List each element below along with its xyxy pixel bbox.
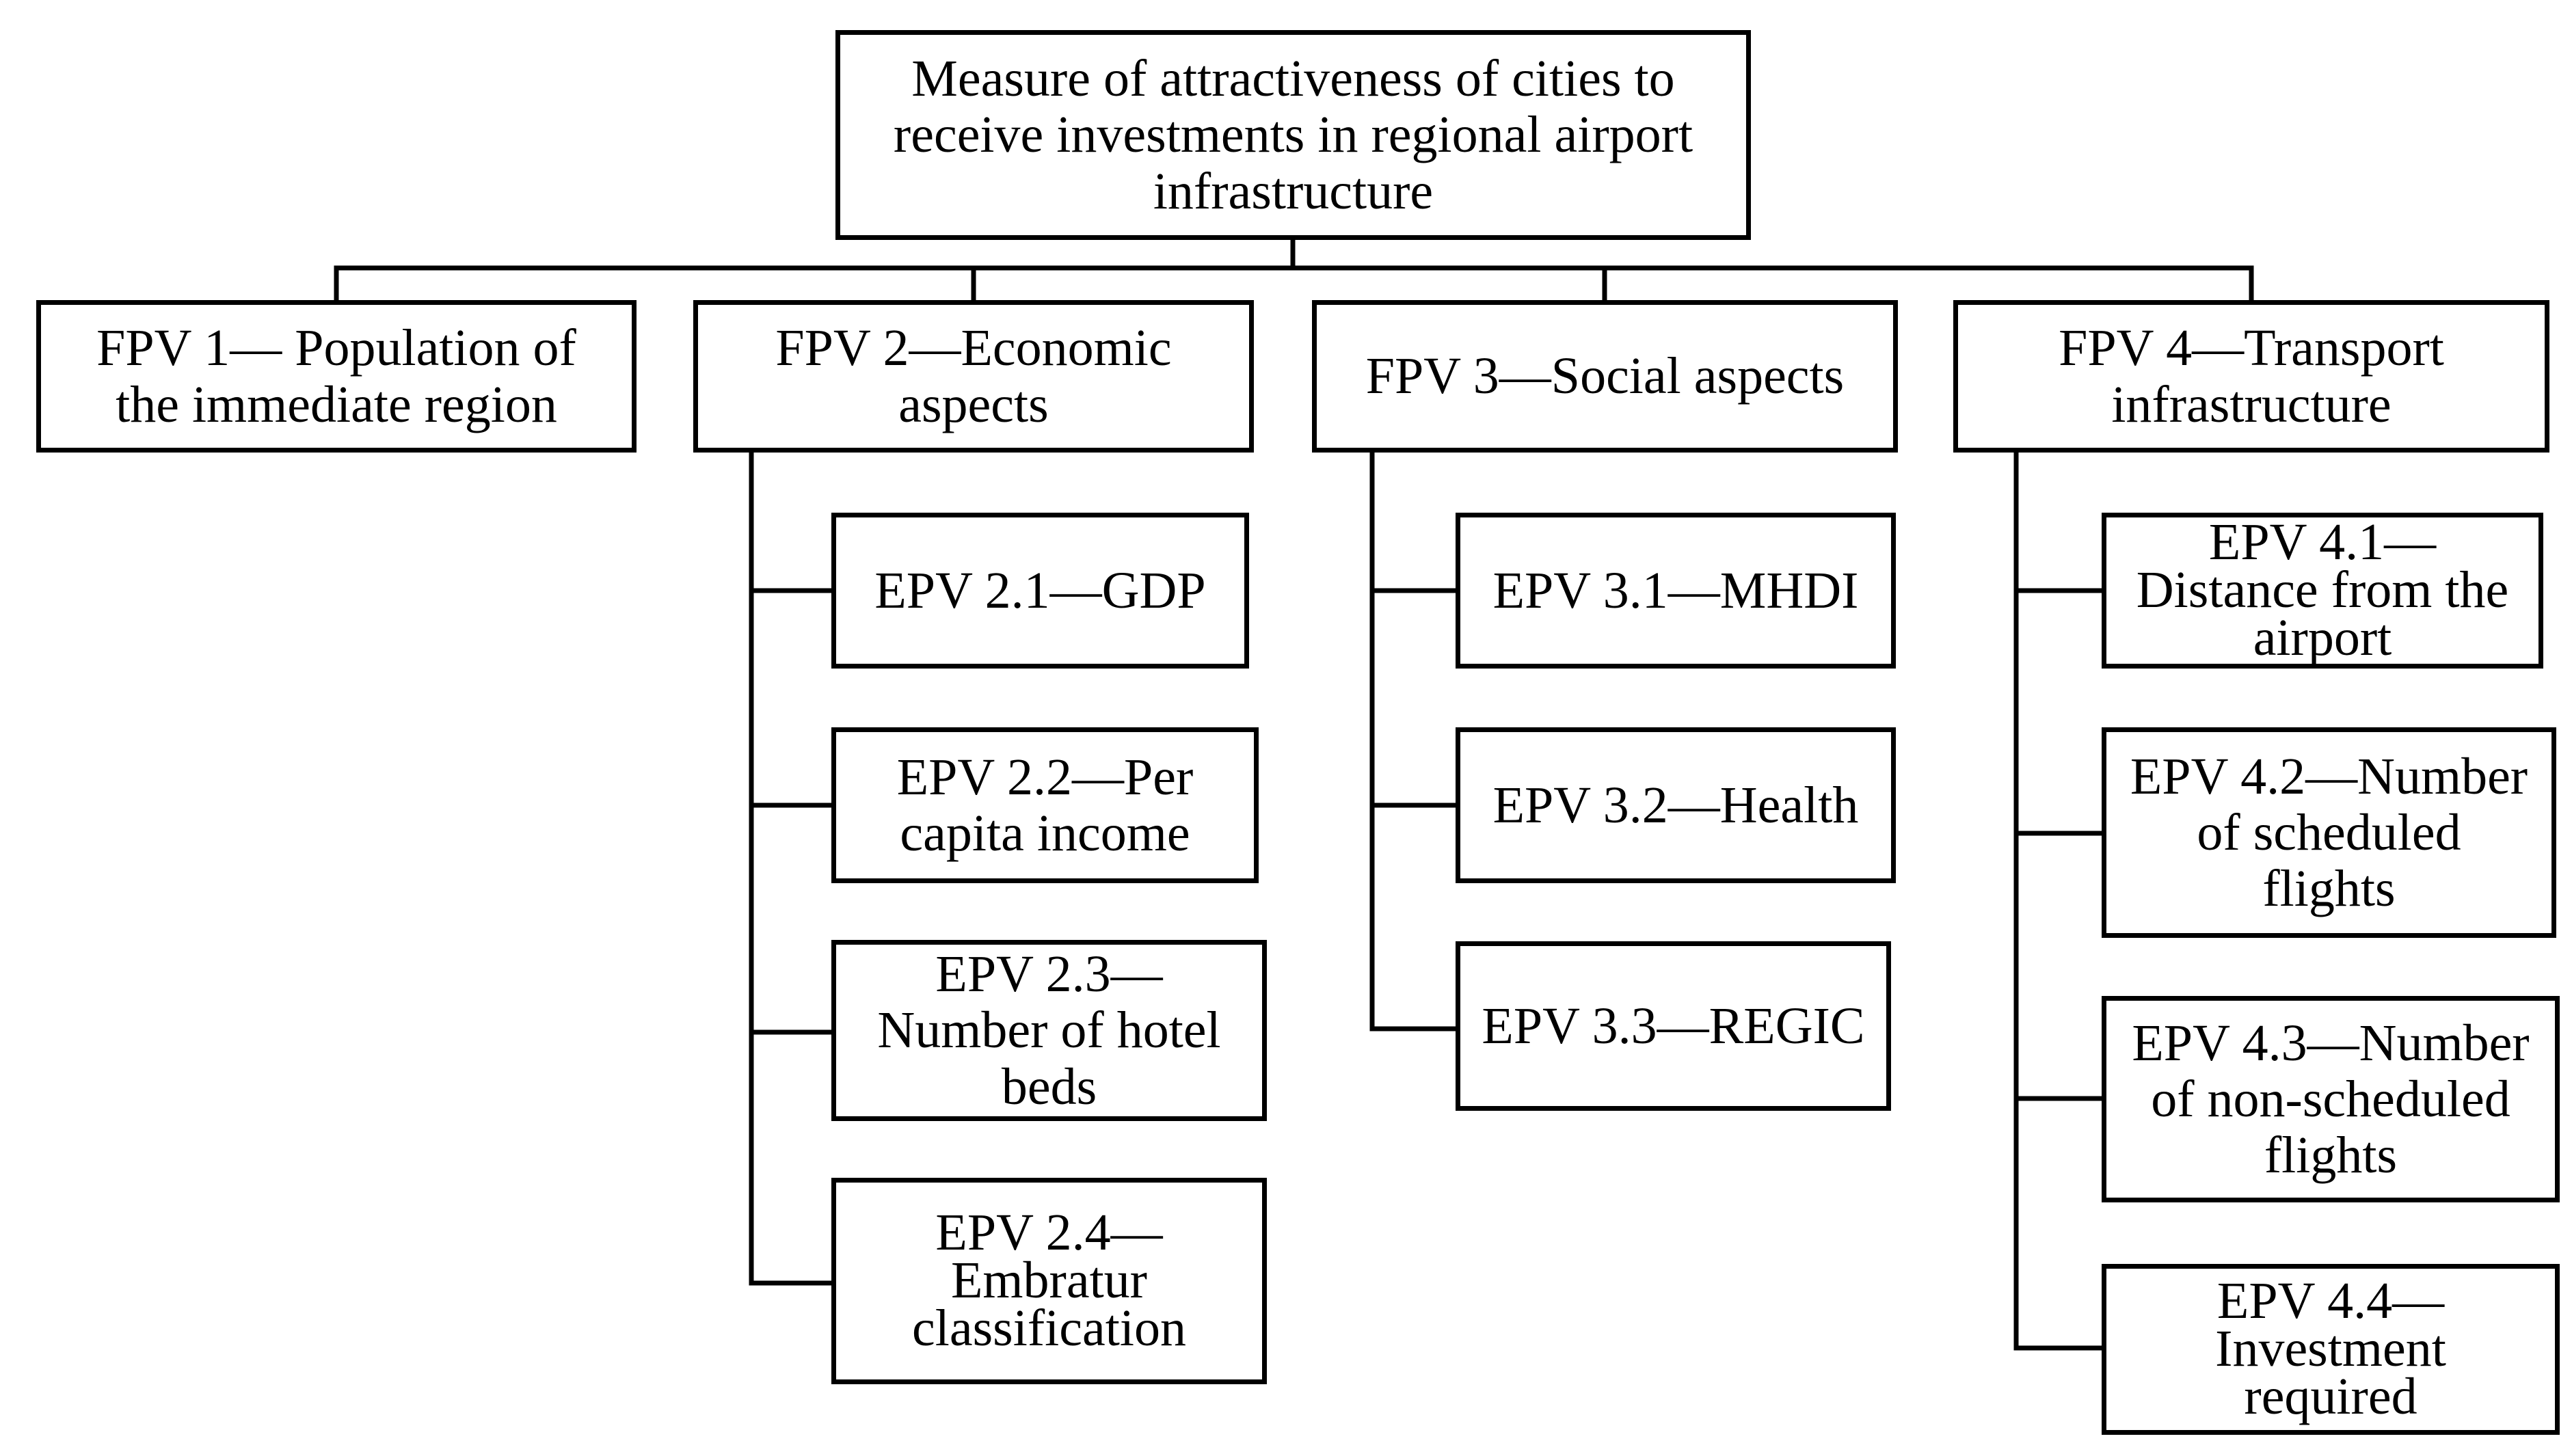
epv-3-2-label: EPV 3.2—Health [1492, 776, 1859, 834]
epv-2-1-label: EPV 2.1—GDP [874, 561, 1206, 619]
epv-2-2-label: EPV 2.2—Per capita income [896, 748, 1194, 862]
epv-4-4-label: EPV 4.4— Investment required [2215, 1272, 2446, 1425]
epv-4-1-node: EPV 4.1— Distance from the airport [2102, 513, 2543, 669]
epv-2-4-node: EPV 2.4— Embratur classification [831, 1178, 1267, 1384]
fpv-4-label: FPV 4—Transport infrastructure [2059, 319, 2444, 433]
fpv-3-node: FPV 3—Social aspects [1312, 300, 1898, 453]
epv-2-2-node: EPV 2.2—Per capita income [831, 727, 1259, 883]
root-node: Measure of attractiveness of cities to r… [835, 30, 1751, 240]
epv-4-3-label: EPV 4.3—Number of non-scheduled flights [2132, 1014, 2530, 1185]
epv-3-1-label: EPV 3.1—MHDI [1492, 561, 1859, 619]
epv-3-1-node: EPV 3.1—MHDI [1456, 513, 1896, 669]
fpv-2-node: FPV 2—Economic aspects [693, 300, 1254, 453]
fpv-1-node: FPV 1— Population of the immediate regio… [36, 300, 637, 453]
epv-4-3-node: EPV 4.3—Number of non-scheduled flights [2102, 996, 2560, 1202]
epv-4-4-node: EPV 4.4— Investment required [2102, 1264, 2560, 1435]
epv-4-2-node: EPV 4.2—Number of scheduled flights [2102, 727, 2556, 938]
epv-3-3-node: EPV 3.3—REGIC [1456, 941, 1891, 1111]
epv-3-2-node: EPV 3.2—Health [1456, 727, 1896, 883]
fpv-1-label: FPV 1— Population of the immediate regio… [96, 319, 576, 433]
fpv-4-node: FPV 4—Transport infrastructure [1953, 300, 2549, 453]
epv-3-3-label: EPV 3.3—REGIC [1482, 997, 1865, 1055]
root-label: Measure of attractiveness of cities to r… [893, 50, 1693, 220]
fpv-3-label: FPV 3—Social aspects [1365, 347, 1845, 405]
epv-4-2-label: EPV 4.2—Number of scheduled flights [2130, 747, 2528, 918]
epv-2-3-label: EPV 2.3— Number of hotel beds [877, 945, 1221, 1116]
epv-4-1-label: EPV 4.1— Distance from the airport [2136, 513, 2509, 666]
epv-2-3-node: EPV 2.3— Number of hotel beds [831, 940, 1267, 1121]
epv-2-1-node: EPV 2.1—GDP [831, 513, 1249, 669]
epv-2-4-label: EPV 2.4— Embratur classification [912, 1204, 1186, 1357]
fpv-2-label: FPV 2—Economic aspects [775, 319, 1172, 433]
